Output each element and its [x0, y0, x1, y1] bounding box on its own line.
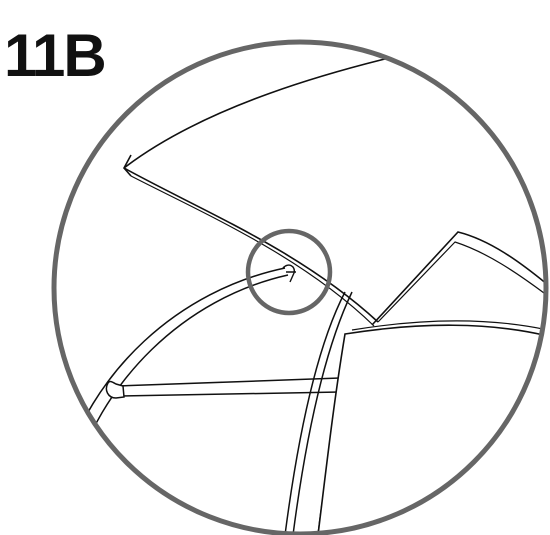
upper-frame-tip: [123, 154, 132, 177]
pole-clip-left: [105, 380, 125, 399]
callout-highlight-circle: [245, 228, 333, 316]
center-pole-2: [292, 291, 353, 534]
cross-bar-top: [117, 377, 341, 387]
right-panel-edge: [371, 231, 546, 326]
step-number-label: 11B: [4, 22, 107, 89]
right-panel-edge-inner: [377, 241, 546, 323]
left-pole-outer: [59, 267, 286, 481]
center-pole-1: [284, 291, 346, 534]
detail-view-circle: [51, 39, 549, 535]
fabric-panel-inner-edge: [351, 320, 546, 331]
upper-frame-outer-edge: [123, 42, 471, 169]
fabric-panel: [317, 324, 546, 534]
clip-hook: [282, 264, 296, 283]
upper-frame-inner-edge-2: [130, 175, 375, 327]
cross-bar-bottom: [119, 391, 341, 397]
upper-frame-inner-edge: [123, 167, 379, 323]
